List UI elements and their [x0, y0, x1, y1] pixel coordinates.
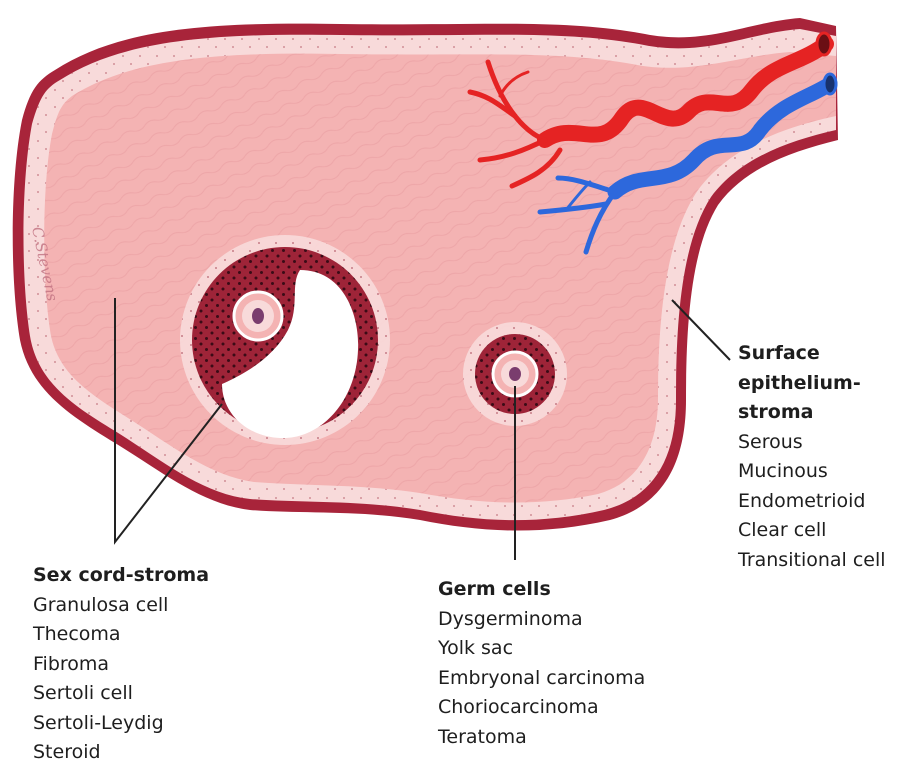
sex-cord-item: Fibroma [33, 650, 209, 680]
surface-item: Mucinous [738, 457, 886, 487]
large-follicle [180, 235, 390, 445]
sex-cord-stroma-label: Sex cord-stroma Granulosa cell Thecoma F… [33, 561, 209, 768]
surface-item: Transitional cell [738, 546, 886, 576]
sex-cord-stroma-heading: Sex cord-stroma [33, 561, 209, 591]
germ-cell-item: Choriocarcinoma [438, 693, 645, 723]
surface-heading-line: stroma [738, 398, 886, 428]
sex-cord-item: Steroid [33, 738, 209, 768]
surface-heading-line: Surface [738, 339, 886, 369]
germ-cell-item: Embryonal carcinoma [438, 664, 645, 694]
surface-item: Endometrioid [738, 487, 886, 517]
surface-item: Serous [738, 428, 886, 458]
surface-epithelium-stroma-label: Surface epithelium- stroma Serous Mucino… [738, 339, 886, 575]
surface-heading-line: epithelium- [738, 369, 886, 399]
germ-cell-item: Yolk sac [438, 634, 645, 664]
germ-cells-label: Germ cells Dysgerminoma Yolk sac Embryon… [438, 575, 645, 752]
sex-cord-item: Sertoli-Leydig [33, 709, 209, 739]
oocyte-nucleus [252, 308, 264, 324]
germ-cells-heading: Germ cells [438, 575, 645, 605]
sex-cord-item: Sertoli cell [33, 679, 209, 709]
germ-cell-item: Dysgerminoma [438, 605, 645, 635]
germ-cell-item: Teratoma [438, 723, 645, 753]
sex-cord-item: Granulosa cell [33, 591, 209, 621]
surface-item: Clear cell [738, 516, 886, 546]
sex-cord-item: Thecoma [33, 620, 209, 650]
